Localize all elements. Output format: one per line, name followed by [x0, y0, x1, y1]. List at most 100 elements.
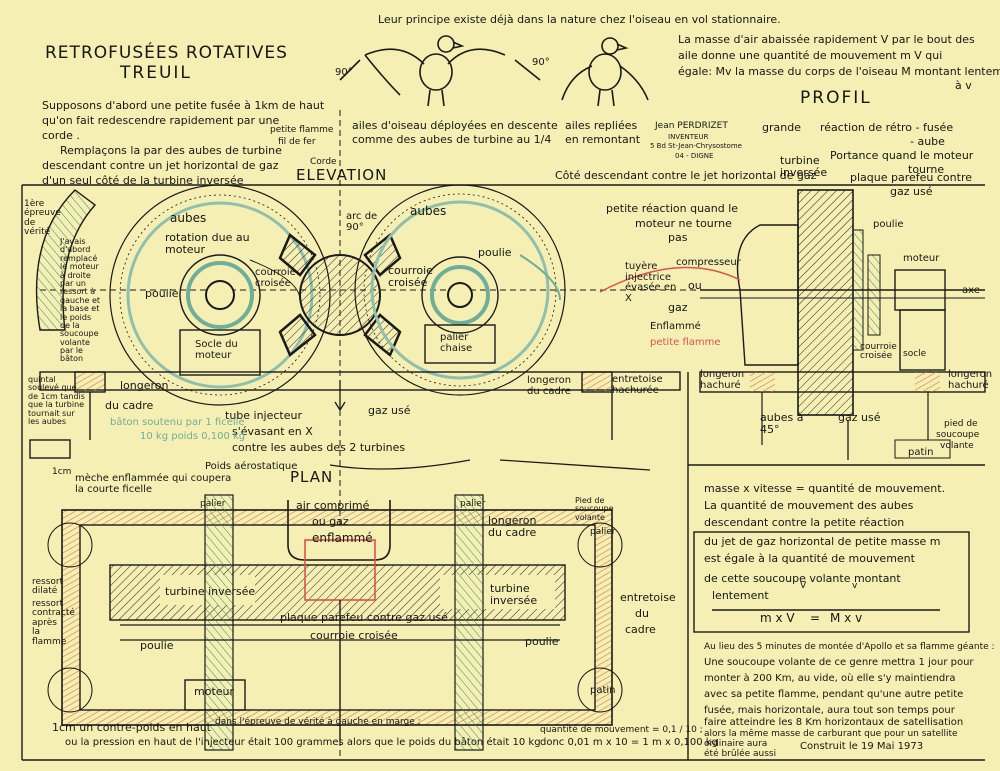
eq-line1: masse x vitesse = quantité de mouvement. [704, 482, 946, 495]
margin-baton: bâton soutenu par 1 ficelle [110, 417, 245, 428]
elev-evasant: s'évasant en X [232, 425, 313, 438]
bottom-line1: 1cm un contre-poids en haut [52, 721, 211, 734]
profil-pied-a: pied de [944, 419, 978, 429]
bottom-fraction: quantité de mouvement = 0,1 / 10 ; [540, 725, 703, 735]
plan-palier-right: palier [590, 527, 616, 537]
elev-petite-flamme: petite flamme [270, 125, 334, 135]
elev-corde: Corde [310, 157, 337, 167]
bottom-formula: donc 0,01 m x 10 = 1 m x 0,100 kg [540, 737, 718, 748]
inventor-role: INVENTEUR [668, 133, 709, 141]
elev-enflamme: Enflammé [650, 321, 701, 332]
profil-longeron-right: longeron hachuré [948, 369, 993, 391]
profil-turbine: turbine inversée [780, 154, 828, 179]
plan-air-c: enflammé [312, 531, 373, 545]
plan-poulie-right: poulie [525, 635, 559, 648]
inventor-city: 04 - DIGNE [675, 152, 714, 160]
elev-cote-descendant: Côté descendant contre le jet horizontal… [555, 169, 817, 182]
plan-air-a: air comprimé [296, 499, 370, 512]
plan-longeron-cadre: longeron du cadre [488, 514, 537, 539]
eq-formula-right: M x v [830, 611, 863, 625]
apollo-l1: Une soucoupe volante de ce genre mettra … [704, 657, 974, 668]
apollo-l6: alors la même masse de carburant que pou… [704, 729, 958, 739]
apollo-l8: été brûlée aussi [704, 749, 777, 759]
elevation-frame-drawing [29, 371, 681, 459]
wings-down-b: comme des aubes de turbine au 1/4 [352, 133, 552, 146]
apollo-construit: Construit le 19 Mai 1973 [800, 741, 924, 752]
elev-arc: arc de 90° [346, 211, 378, 233]
eq-line4: du jet de gaz horizontal de petite masse… [704, 535, 941, 548]
apollo-l4: fusée, mais horizontale, aura tout son t… [704, 705, 955, 716]
plan-entretoise-b: du [635, 607, 649, 620]
elev-pas: pas [668, 231, 688, 244]
eq-formula-eq: = [810, 611, 821, 625]
bird-right-drawing [339, 37, 649, 107]
plan-palier-left: palier [200, 499, 226, 509]
apollo-l3: avec sa petite flamme, pendant qu'une au… [704, 689, 964, 700]
profil-aubes-45: aubes à 45° [760, 411, 804, 436]
profil-portance-b: tourne [908, 163, 945, 176]
plan-patin: patin [590, 685, 616, 696]
intro-p1-c: corde . [42, 129, 80, 142]
plan-palier-mid: palier [460, 499, 486, 509]
apollo-l7: ordinaire aura [704, 739, 768, 749]
apollo-l5: faire atteindre les 8 Km horizontaux de … [704, 717, 964, 728]
elev-aubes-right: aubes [410, 204, 447, 218]
bird-line2: La masse d'air abaissée rapidement V par… [678, 33, 975, 46]
margin-poids-aero: Poids aérostatique [205, 461, 298, 472]
section-plan: PLAN [290, 468, 334, 486]
wings-up-b: en remontant [565, 133, 641, 146]
margin-quintal: quintal soulevé que de 1cm tandis que la… [28, 375, 85, 426]
eq-line5: est égale à la quantité de mouvement [704, 552, 915, 565]
plan-turbine-left: turbine inversée [165, 585, 256, 598]
profil-longeron: longeron hachuré [700, 369, 745, 391]
profil-poulie: poulie [873, 219, 904, 230]
profil-aube: - aube [910, 135, 945, 148]
wings-down-a: ailes d'oiseau déployées en descente [352, 119, 558, 132]
apollo-l2: monter à 200 Km, au vide, où elle s'y ma… [704, 673, 956, 684]
intro-p2-b: descendant contre un jet horizontal de g… [42, 159, 279, 172]
elev-rotation: rotation due au moteur [165, 231, 250, 256]
eq-arrow-small-v: v [852, 581, 858, 591]
elev-contre-aubes: contre les aubes des 2 turbines [232, 441, 406, 454]
bird-line5: à v [955, 79, 972, 92]
elev-fil-de-fer: fil de fer [278, 137, 316, 147]
profil-pied-c: volante [940, 441, 974, 451]
bottom-line2: ou la pression en haut de l'injecteur ét… [65, 737, 541, 748]
profil-moteur: moteur [903, 253, 940, 264]
elev-entretoise: entretoise hachurée [612, 374, 663, 396]
plan-courroie: courroie croisée [310, 629, 398, 642]
elev-ou: ou [688, 279, 702, 292]
inventor-grande: grande [762, 121, 801, 134]
margin-1cm: 1cm [52, 467, 72, 477]
intro-p2-a: Remplaçons la par des aubes de turbine [60, 144, 282, 157]
profil-patin: patin [908, 447, 934, 458]
profil-gaz-use-2: gaz usé [838, 411, 881, 424]
title-line1: RETROFUSÉES ROTATIVES [45, 43, 288, 63]
inventor-name: Jean PERDRIZET [655, 121, 728, 131]
elev-palier-chaise: palier chaise [440, 332, 473, 354]
profil-reaction: réaction de rétro - fusée [820, 121, 954, 134]
eq-line2: La quantité de mouvement des aubes [704, 499, 914, 512]
intro-p1-b: qu'on fait redescendre rapidement par un… [42, 114, 280, 127]
plan-turbine-right: turbine inversée [490, 582, 538, 607]
intro-p1-a: Supposons d'abord une petite fusée à 1km… [42, 99, 325, 112]
elev-longeron: longeron [120, 379, 169, 392]
section-elevation: ELEVATION [296, 166, 388, 184]
flow-arrows [329, 380, 849, 471]
angle-right: 90° [532, 57, 550, 68]
bird-line3: aile donne une quantité de mouvement m V… [678, 49, 943, 62]
profil-axe: axe [962, 285, 980, 296]
angle-left: 90° [335, 67, 353, 78]
elev-gaz-use: gaz usé [368, 404, 411, 417]
center-hub-drawing [278, 233, 402, 357]
eq-arrow-v: V [800, 581, 807, 591]
elev-du-cadre: du cadre [105, 399, 154, 412]
profil-gaz-use: gaz usé [890, 185, 933, 198]
elev-gaz: gaz [668, 301, 688, 314]
equation-box-drawing [693, 531, 970, 633]
bird-line1: Leur principe existe déjà dans la nature… [378, 13, 781, 26]
bird-left-drawing [364, 35, 506, 107]
profil-drawing [599, 189, 986, 459]
left-arc-drawing [35, 189, 97, 331]
